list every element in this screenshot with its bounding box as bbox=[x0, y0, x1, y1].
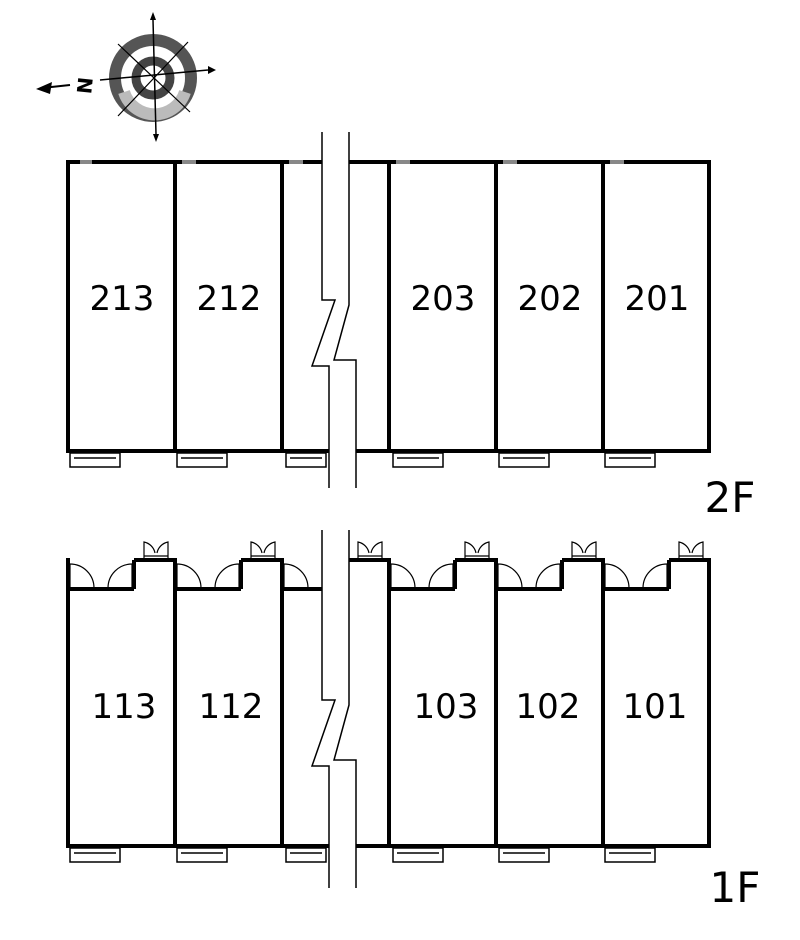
room-label: 112 bbox=[199, 687, 264, 727]
room-label: 203 bbox=[411, 279, 476, 319]
room-label: 201 bbox=[625, 279, 690, 319]
room-label: 102 bbox=[516, 687, 581, 727]
room-label: 212 bbox=[197, 279, 262, 319]
compass-north-letter: N bbox=[72, 76, 98, 95]
floor-1f-plan bbox=[66, 530, 711, 888]
floor-2f-plan bbox=[66, 132, 711, 488]
room-label: 213 bbox=[90, 279, 155, 319]
double-door-icon bbox=[143, 541, 704, 558]
floor-label: 2F bbox=[705, 473, 756, 522]
break-mark bbox=[312, 530, 356, 888]
break-mark bbox=[312, 132, 356, 488]
room-label: 202 bbox=[518, 279, 583, 319]
room-label: 113 bbox=[92, 687, 157, 727]
room-label: 103 bbox=[414, 687, 479, 727]
floor-label: 1F bbox=[710, 863, 761, 912]
compass-rose-icon bbox=[36, 12, 216, 142]
door-swing-icon bbox=[69, 563, 668, 589]
room-label: 101 bbox=[623, 687, 688, 727]
